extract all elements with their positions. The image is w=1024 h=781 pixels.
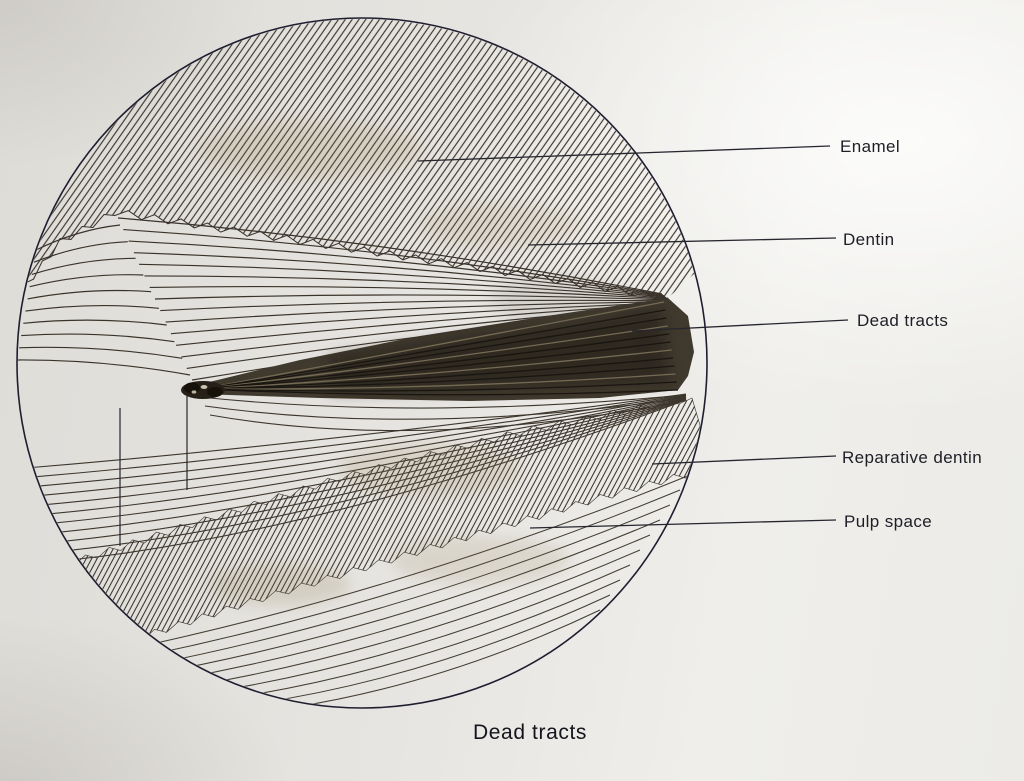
hatch-line: [201, 333, 670, 390]
hatch-line: [34, 394, 687, 487]
hatch-line: [199, 394, 685, 409]
leader-pulp-space: [529, 519, 837, 529]
hatch-line: [99, 474, 691, 656]
stain-smudge: [490, 276, 630, 324]
hatch-line: [201, 365, 675, 390]
hatch-line: [201, 317, 667, 390]
hatch-line: [204, 397, 685, 420]
hatch-line: [61, 398, 687, 543]
leader-reparative-dentin: [651, 455, 837, 465]
hatch-line: [201, 341, 671, 390]
hatch-line: [27, 289, 152, 300]
hatch-line: [117, 489, 681, 662]
hatch-line: [201, 325, 668, 390]
figure-caption: Dead tracts: [473, 721, 587, 744]
leader-lines: [417, 145, 849, 529]
stain-smudge: [420, 203, 580, 247]
microscope-field-circle: [16, 17, 708, 709]
reparative-dentin-blob: [181, 381, 225, 399]
label-reparative-dentin: Reparative dentin: [842, 448, 983, 467]
lower-dentin-band: [49, 397, 706, 656]
hatch-line: [201, 388, 679, 396]
hatch-line: [201, 349, 672, 390]
reparative-dentin-highlight: [191, 390, 197, 394]
hatch-line: [201, 357, 673, 390]
hatch-line: [201, 373, 676, 390]
hatch-line: [25, 393, 687, 469]
enamel-dentin-junction: [18, 210, 669, 302]
hatch-line: [188, 549, 641, 688]
hatch-line: [201, 381, 677, 392]
hatch-line: [33, 241, 128, 263]
hatch-line: [23, 319, 167, 326]
hatch-line: [25, 305, 159, 312]
hatch-line: [56, 397, 687, 533]
hatch-line: [69, 399, 687, 561]
hatch-line: [29, 274, 144, 288]
stain-smudge: [200, 122, 420, 178]
reparative-dentin-dark-spot: [184, 382, 200, 394]
hatch-line: [65, 398, 687, 552]
label-pulp-space: Pulp space: [844, 512, 933, 531]
hatch-line: [21, 333, 175, 343]
label-enamel: Enamel: [840, 137, 901, 156]
hatch-line: [242, 594, 611, 707]
label-dentin: Dentin: [843, 230, 895, 249]
hatch-line: [224, 579, 621, 700]
hatch-line: [31, 257, 136, 275]
hatch-line: [135, 504, 671, 669]
lower-dentin-tubule-lines: [25, 393, 687, 561]
dead-tract-streak-lines: [201, 301, 679, 396]
reparative-dentin-dark-spot: [207, 387, 223, 397]
hatch-line: [153, 519, 661, 675]
hatch-line: [35, 224, 121, 251]
hatch-line: [209, 400, 685, 432]
leader-enamel: [417, 145, 831, 162]
stain-smudges: [200, 122, 630, 605]
field-interior: [18, 19, 706, 707]
label-dead-tracts: Dead tracts: [857, 311, 949, 330]
scalloped-boundaries: [18, 210, 669, 302]
stain-smudge: [210, 565, 350, 605]
hatch-line: [19, 346, 183, 359]
stain-smudge: [390, 536, 570, 584]
stain-smudge: [340, 444, 520, 496]
outer-lower-dentin-lines: [99, 474, 691, 707]
leader-dead-tracts: [631, 319, 849, 332]
hatch-line: [201, 309, 666, 390]
hatch-line: [39, 395, 687, 497]
reparative-dentin-highlight: [200, 385, 208, 389]
hatch-line: [206, 564, 631, 694]
leader-dentin: [527, 237, 837, 246]
hatch-line: [18, 359, 191, 376]
hatch-line: [171, 534, 651, 681]
left-dentin-tubule-lines: [18, 224, 191, 376]
